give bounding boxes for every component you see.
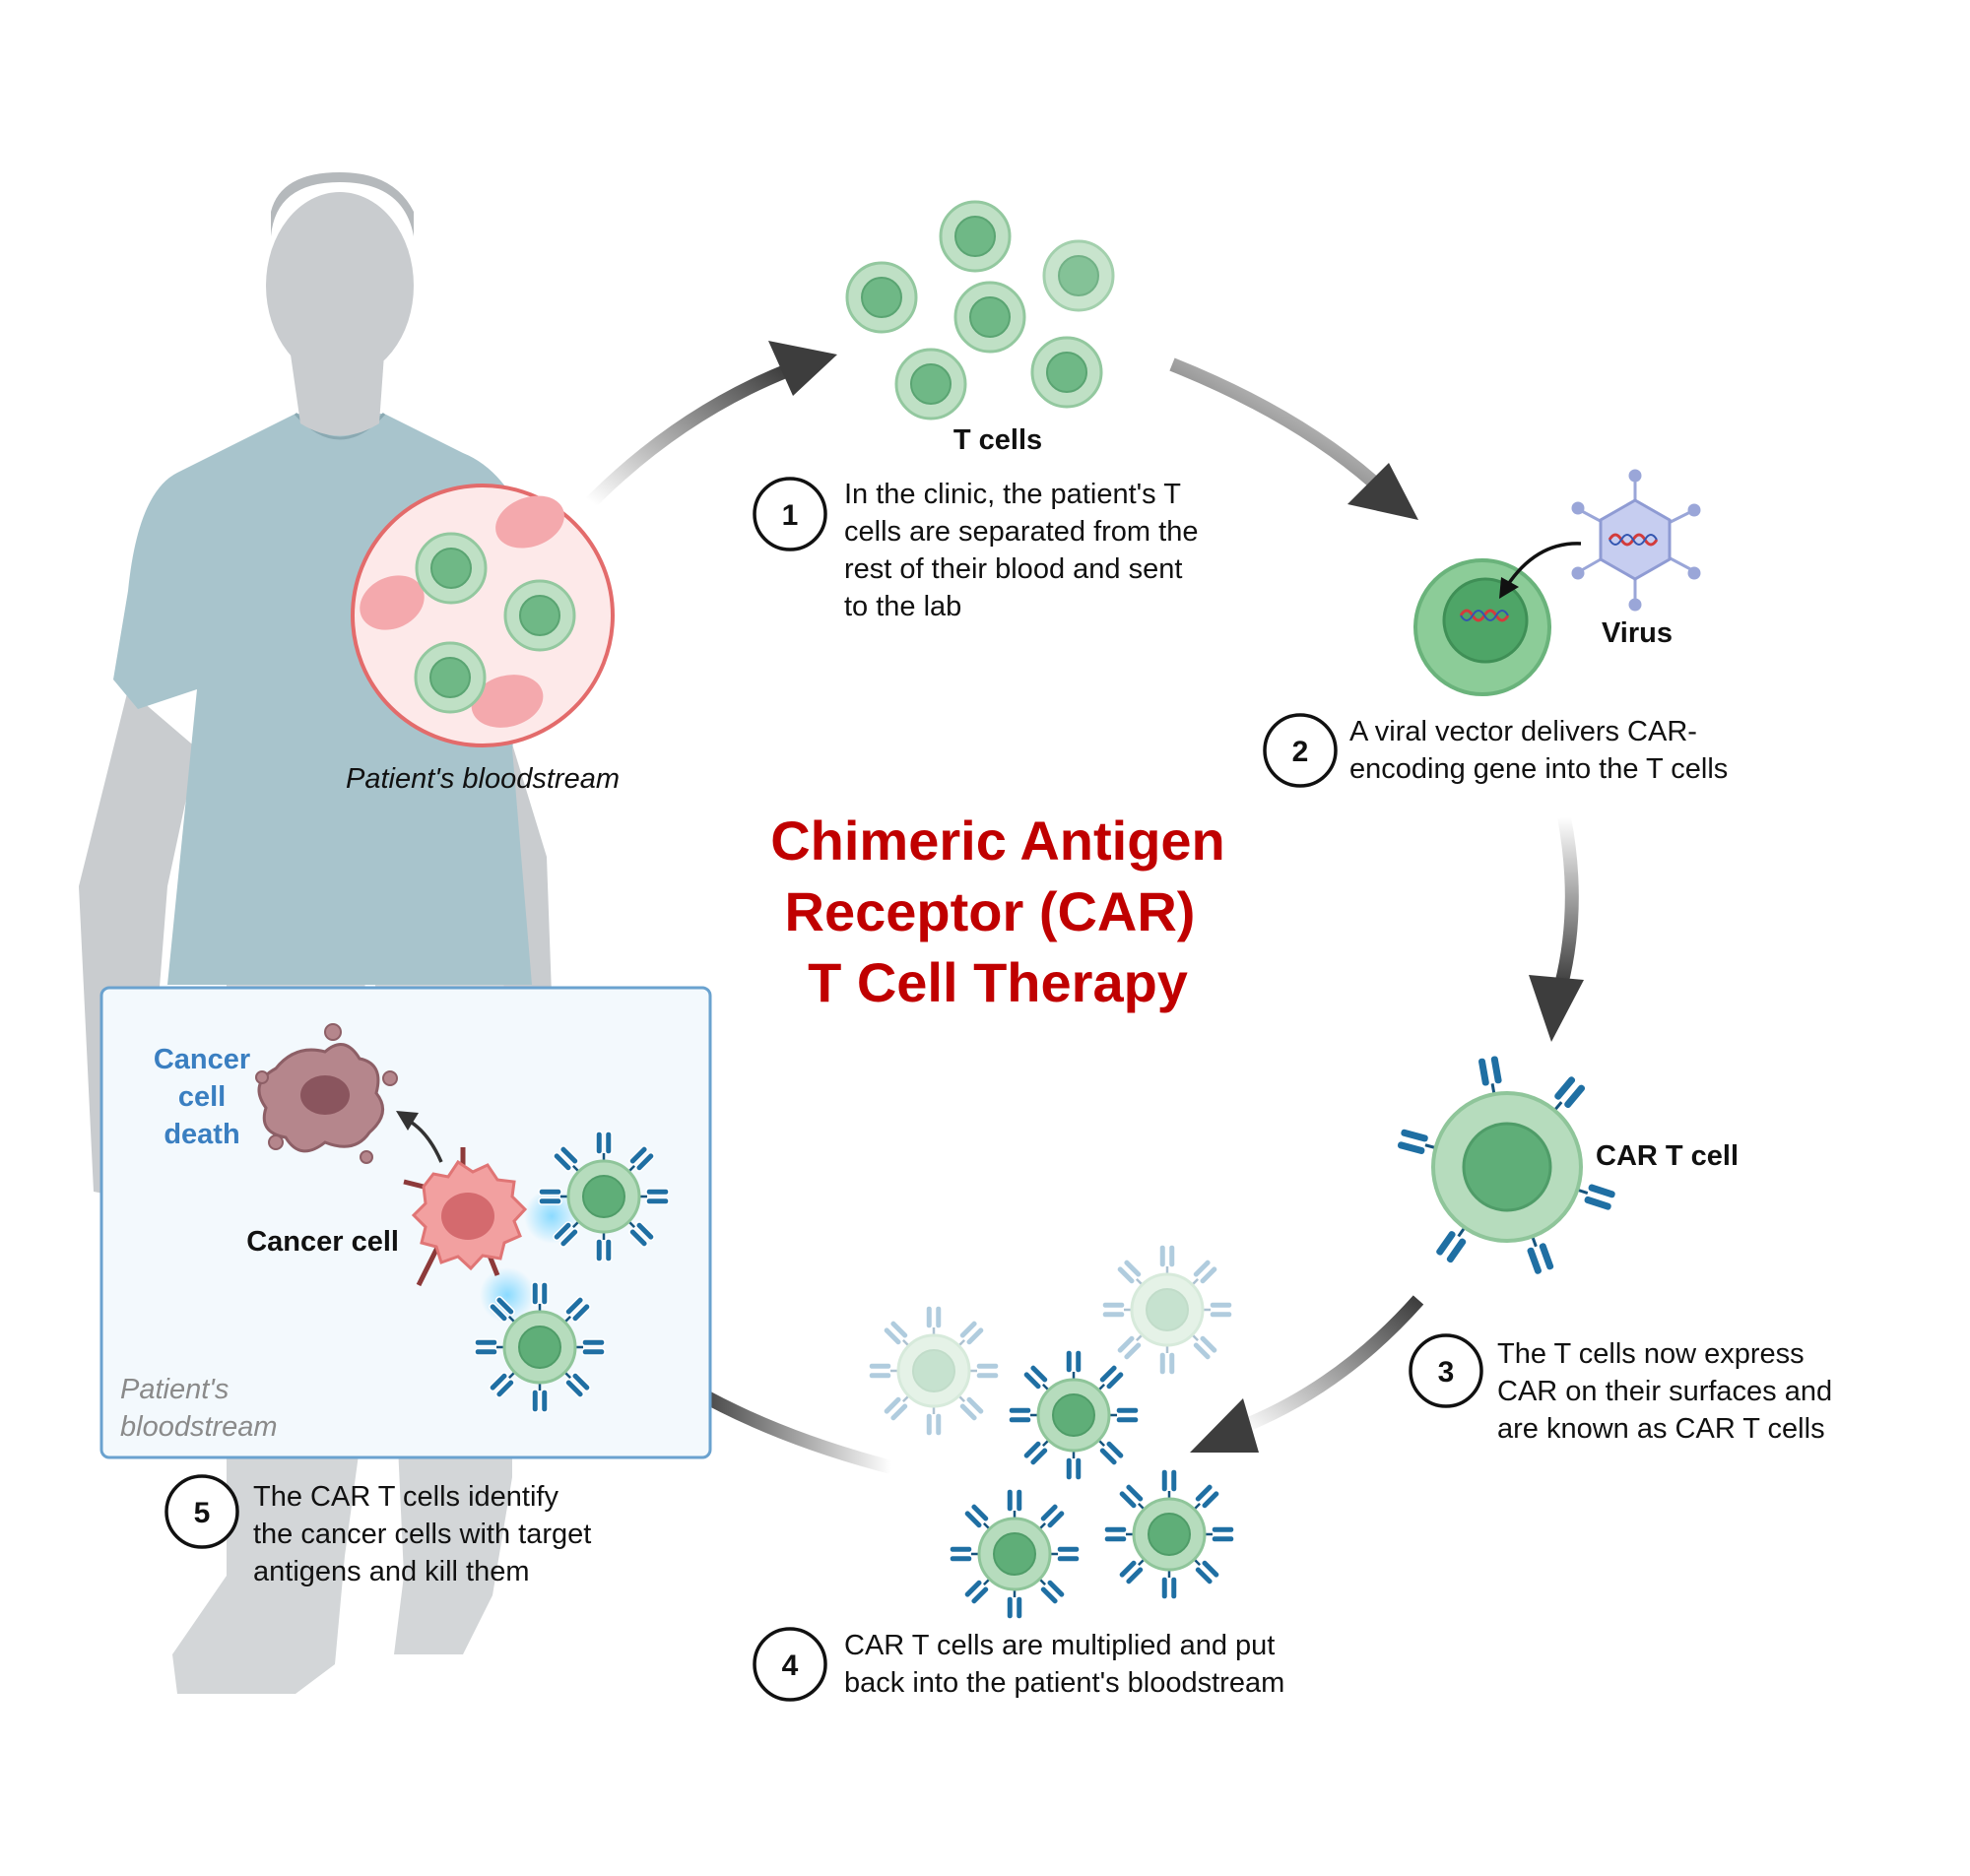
cancer-cell-death-line-2: cell [178, 1081, 226, 1113]
svg-text:3: 3 [1438, 1356, 1455, 1389]
step-3: 3 The T cells now express CAR on their s… [1409, 1333, 1832, 1445]
step-5: 5 The CAR T cells identify the cancer ce… [164, 1474, 591, 1587]
svg-text:In the clinic, the patient's T: In the clinic, the patient's T [844, 479, 1181, 510]
svg-text:A viral vector delivers CAR-: A viral vector delivers CAR- [1349, 716, 1697, 747]
svg-text:the cancer cells with target: the cancer cells with target [253, 1519, 591, 1550]
diagram-title: Chimeric Antigen Receptor (CAR) T Cell T… [770, 809, 1225, 1013]
svg-text:The T cells now express: The T cells now express [1497, 1338, 1805, 1370]
svg-text:CAR T cells are multiplied and: CAR T cells are multiplied and put [844, 1630, 1275, 1661]
svg-text:5: 5 [194, 1497, 211, 1529]
patients-bloodstream-label: Patient's bloodstream [346, 763, 620, 795]
svg-text:The CAR T cells identify: The CAR T cells identify [253, 1481, 558, 1513]
svg-text:back into the patient's bloods: back into the patient's bloodstream [844, 1667, 1284, 1699]
bloodstream-magnifier [351, 484, 615, 747]
title-line-3: T Cell Therapy [808, 951, 1188, 1013]
svg-text:cells are separated from the: cells are separated from the [844, 516, 1198, 548]
cancer-cell-death-line-1: Cancer [154, 1044, 250, 1075]
t-cell-infected [1413, 542, 1582, 696]
virus-label: Virus [1602, 617, 1673, 649]
box-bloodstream-line-2: bloodstream [120, 1411, 278, 1443]
svg-text:CAR on their surfaces and: CAR on their surfaces and [1497, 1376, 1832, 1407]
svg-text:antigens and kill them: antigens and kill them [253, 1556, 530, 1587]
svg-text:2: 2 [1292, 736, 1309, 768]
step-1: 1 In the clinic, the patient's T cells a… [753, 477, 1198, 622]
svg-text:to the lab: to the lab [844, 591, 961, 622]
svg-text:1: 1 [782, 499, 799, 532]
cancer-cell [403, 1147, 528, 1287]
car-t-cell-label: CAR T cell [1596, 1140, 1739, 1172]
patient-figure [79, 172, 552, 1694]
title-line-1: Chimeric Antigen [770, 809, 1225, 872]
cancer-bloodstream-box [99, 986, 712, 1459]
car-t-cells-multiplied [869, 1245, 1234, 1619]
cancer-cell-death-line-3: death [164, 1119, 239, 1150]
title-line-2: Receptor (CAR) [785, 880, 1196, 942]
car-t-cell-large [1394, 1053, 1619, 1278]
step-2: 2 A viral vector delivers CAR- encoding … [1263, 713, 1728, 788]
t-cells-cluster [845, 200, 1115, 420]
svg-text:rest of their blood and sent: rest of their blood and sent [844, 553, 1182, 585]
dying-cancer-cell [255, 1023, 398, 1164]
box-bloodstream-line-1: Patient's [120, 1374, 229, 1405]
virus-icon [1571, 469, 1701, 612]
step-4: 4 CAR T cells are multiplied and put bac… [753, 1627, 1284, 1702]
svg-text:4: 4 [782, 1650, 799, 1682]
cancer-cell-label: Cancer cell [246, 1226, 399, 1258]
svg-text:are known as CAR T cells: are known as CAR T cells [1497, 1413, 1825, 1445]
svg-text:encoding gene into the T cells: encoding gene into the T cells [1349, 753, 1728, 785]
t-cells-label: T cells [953, 424, 1042, 456]
